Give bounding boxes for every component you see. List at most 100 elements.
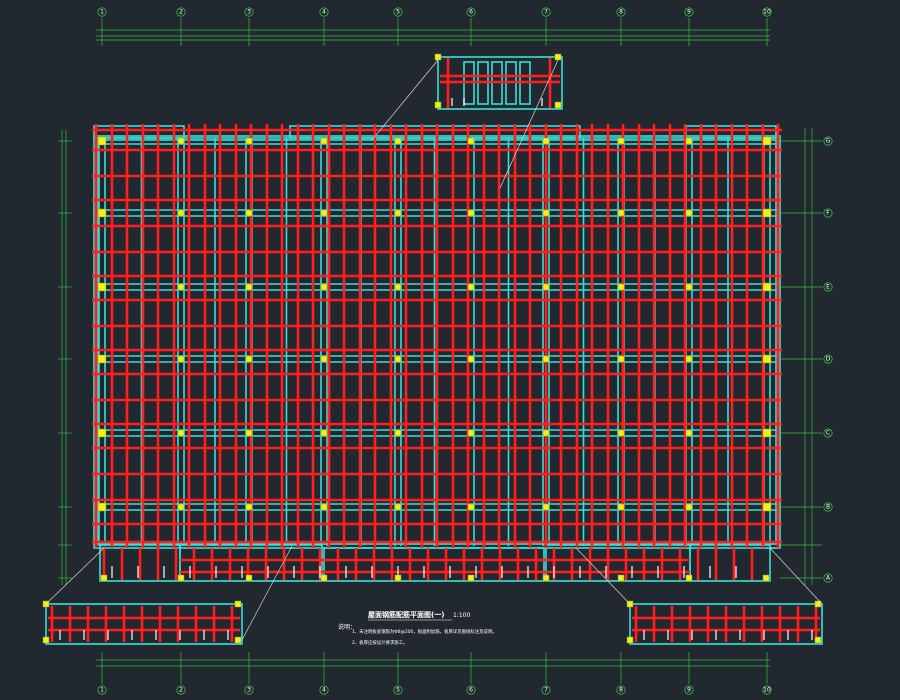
column bbox=[762, 354, 772, 364]
column bbox=[617, 503, 625, 511]
column bbox=[762, 502, 772, 512]
top-axis-bubble bbox=[684, 7, 694, 17]
drawing-notes: 屋面钢筋配筋平面图(一) 1:100 说明： 1、未注明板底钢筋为Φ8@200，… bbox=[338, 610, 497, 646]
column bbox=[97, 282, 107, 292]
reinforcement-bars bbox=[48, 58, 820, 642]
slab-outline-rect bbox=[45, 603, 243, 645]
top-axis-bubble bbox=[762, 7, 772, 17]
column bbox=[177, 355, 185, 363]
column bbox=[762, 136, 772, 146]
leader-line bbox=[769, 547, 823, 605]
column bbox=[685, 429, 693, 437]
bottom-axis-label: 7 bbox=[544, 687, 548, 694]
column bbox=[320, 503, 328, 511]
column bbox=[685, 574, 693, 582]
column bbox=[542, 429, 550, 437]
dimension-lines bbox=[58, 18, 822, 684]
column bbox=[814, 600, 822, 608]
slab-outline-rect bbox=[323, 547, 545, 582]
bottom-axis-label: 10 bbox=[763, 687, 771, 694]
column bbox=[542, 574, 550, 582]
bottom-axis-bubble bbox=[244, 685, 254, 695]
column bbox=[394, 429, 402, 437]
top-axis-label: 9 bbox=[687, 9, 691, 16]
column bbox=[245, 283, 253, 291]
slab-outline-rect bbox=[437, 56, 563, 110]
bottom-axis-bubble bbox=[762, 685, 772, 695]
column bbox=[617, 283, 625, 291]
top-axis-label: 2 bbox=[179, 9, 183, 16]
column bbox=[434, 101, 442, 109]
right-axis-bubble bbox=[823, 136, 833, 146]
notes-line-1: 1、未注明板底钢筋为Φ8@200，板面附加筋，板厚详见图纸标注及说明。 bbox=[352, 628, 497, 635]
column bbox=[245, 429, 253, 437]
column bbox=[97, 354, 107, 364]
right-axis-label: D bbox=[826, 356, 831, 363]
column bbox=[554, 101, 562, 109]
right-axis-label: F bbox=[826, 210, 830, 217]
column bbox=[762, 428, 772, 438]
right-axis-label: G bbox=[826, 138, 831, 145]
notes-line-2: 2、板厚应按设计要求施工。 bbox=[352, 639, 407, 646]
column bbox=[542, 137, 550, 145]
column bbox=[685, 355, 693, 363]
column bbox=[617, 137, 625, 145]
column bbox=[394, 355, 402, 363]
bottom-axis-bubble bbox=[616, 685, 626, 695]
top-axis-label: 6 bbox=[469, 9, 473, 16]
column bbox=[100, 574, 108, 582]
column bbox=[177, 209, 185, 217]
right-axis-label: E bbox=[826, 284, 830, 291]
column bbox=[320, 137, 328, 145]
column bbox=[97, 208, 107, 218]
drawing-scale: 1:100 bbox=[453, 612, 470, 619]
column bbox=[97, 428, 107, 438]
slab-outline-rect bbox=[629, 603, 823, 645]
column bbox=[542, 209, 550, 217]
top-axis-label: 5 bbox=[396, 9, 400, 16]
column bbox=[467, 503, 475, 511]
top-axis-label: 4 bbox=[322, 9, 326, 16]
right-axis-label: C bbox=[826, 430, 830, 437]
notes-heading: 说明： bbox=[338, 623, 356, 631]
column bbox=[554, 53, 562, 61]
bottom-axis-label: 6 bbox=[469, 687, 473, 694]
column bbox=[762, 282, 772, 292]
right-axis-label: B bbox=[826, 504, 830, 511]
right-axis-bubble bbox=[823, 282, 833, 292]
column bbox=[394, 209, 402, 217]
detail-leader-lines bbox=[45, 59, 823, 641]
column bbox=[320, 355, 328, 363]
column bbox=[97, 136, 107, 146]
column bbox=[245, 355, 253, 363]
column bbox=[234, 636, 242, 644]
bottom-axis-bubble bbox=[97, 685, 107, 695]
column bbox=[434, 53, 442, 61]
column bbox=[685, 503, 693, 511]
column bbox=[320, 283, 328, 291]
column bbox=[467, 209, 475, 217]
column bbox=[685, 137, 693, 145]
leader-line bbox=[575, 547, 631, 605]
leader-line bbox=[499, 59, 559, 189]
bottom-axis-bubble bbox=[393, 685, 403, 695]
bottom-axis-label: 2 bbox=[179, 687, 183, 694]
column bbox=[542, 503, 550, 511]
column bbox=[685, 209, 693, 217]
bottom-axis-label: 3 bbox=[247, 687, 251, 694]
top-axis-label: 1 bbox=[100, 9, 104, 16]
right-axis-bubble bbox=[823, 354, 833, 364]
bottom-axis-label: 1 bbox=[100, 687, 104, 694]
top-axis-bubble bbox=[541, 7, 551, 17]
top-axis-bubble bbox=[319, 7, 329, 17]
bar-end-marks bbox=[59, 98, 813, 640]
column bbox=[617, 209, 625, 217]
column bbox=[617, 429, 625, 437]
top-axis-bubble bbox=[176, 7, 186, 17]
column bbox=[394, 283, 402, 291]
columns bbox=[42, 53, 822, 644]
column bbox=[467, 429, 475, 437]
bottom-axis-bubble bbox=[541, 685, 551, 695]
right-axis-bubble bbox=[823, 208, 833, 218]
